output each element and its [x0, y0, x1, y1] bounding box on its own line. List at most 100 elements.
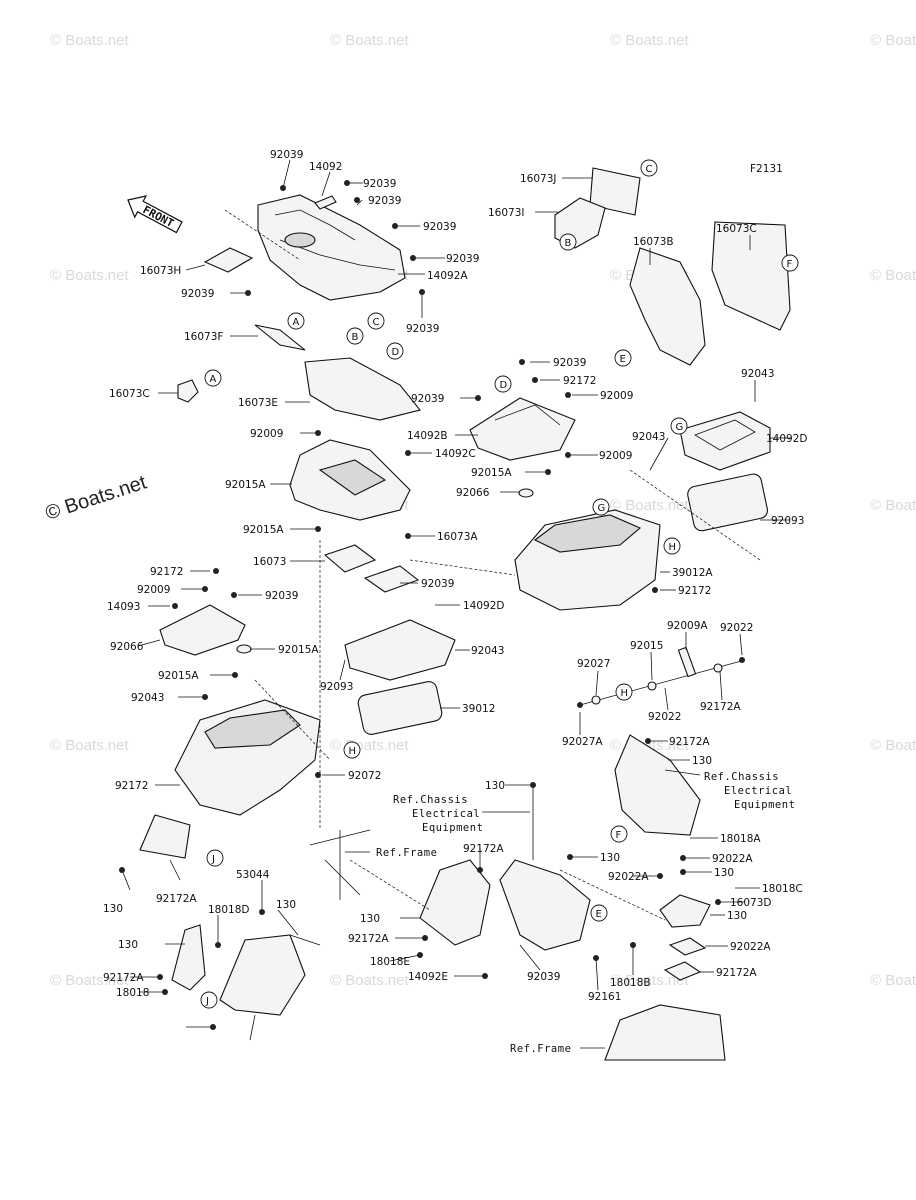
top-right-pads [554, 167, 791, 366]
mid-right-compartment [469, 397, 771, 611]
callout-letter: J [205, 996, 209, 1007]
reference-notes: Ref.Chassis Electrical Equipment Ref.Cha… [376, 771, 795, 1055]
part-label: 92172A [463, 843, 504, 855]
callout-circle [367, 312, 385, 330]
part-label: 39012 [462, 703, 495, 715]
part-18018-guard [219, 934, 306, 1016]
callout-circle [559, 233, 577, 251]
bolt-icon [545, 469, 551, 475]
callout-B-2: B [559, 233, 577, 251]
frame-reference-mid [309, 829, 371, 900]
bolt-icon [565, 452, 571, 458]
bolt-icon [405, 533, 411, 539]
part-label: 92039 [421, 578, 454, 590]
part-label: 92172 [678, 585, 711, 597]
part-92066-cap [518, 488, 534, 498]
plate-detail [494, 404, 561, 426]
callout-J: J [206, 849, 224, 867]
assembly-guide [254, 679, 331, 761]
callout-circle [346, 327, 364, 345]
part-label: 16073J [520, 173, 557, 185]
ref-chassis-mid: Ref.Chassis [393, 794, 468, 806]
watermark: © Boats.net [330, 32, 409, 49]
part-14092A-cover [257, 194, 406, 301]
part-92066-cap-lower [236, 644, 252, 654]
leader [664, 769, 701, 776]
bolt-icon [475, 395, 481, 401]
bolt-icon [532, 377, 538, 383]
part-92022-washer [591, 695, 601, 705]
callout-circle [590, 904, 608, 922]
part-label: 92093 [771, 515, 804, 527]
part-label: 14093 [107, 601, 140, 613]
leader [339, 659, 346, 681]
callout-circle [640, 159, 658, 177]
part-label: 18018C [762, 883, 803, 895]
part-label: 92172A [156, 893, 197, 905]
bolt-icon [202, 586, 208, 592]
part-label: 14092A [427, 270, 468, 282]
leader [121, 869, 131, 891]
watermark: © Boats.net [50, 737, 129, 754]
callout-F-2: F [610, 825, 628, 843]
part-label: 14092B [407, 430, 448, 442]
part-16073-pad [363, 565, 420, 593]
part-label: 92022 [720, 622, 753, 634]
callout-circle [386, 342, 404, 360]
part-label: 92172A [348, 933, 389, 945]
callout-H-2: H [615, 683, 633, 701]
part-label: 92022 [648, 711, 681, 723]
part-label: 16073C [109, 388, 150, 400]
ref-chassis-mid-line3: Equipment [422, 822, 483, 834]
callout-letter: D [500, 380, 508, 391]
watermark: © Boats.net [610, 497, 689, 514]
part-labels: 92039 14092 92039 92039 92039 92039 1409… [103, 149, 808, 1003]
part-label: 92009 [600, 390, 633, 402]
part-label: 92172 [115, 780, 148, 792]
top-cover-assembly [177, 194, 421, 421]
part-16073B-pad [629, 247, 706, 366]
leader [650, 651, 653, 681]
leader [282, 159, 291, 189]
callout-D-2: D [494, 375, 512, 393]
callout-A-2: A [204, 369, 222, 387]
part-label: 92039 [270, 149, 303, 161]
part-14092E-plate [139, 814, 191, 859]
leader [719, 671, 723, 701]
part-label: 92015A [225, 479, 266, 491]
callout-letter: G [676, 422, 684, 433]
bolt-icon [410, 255, 416, 261]
leader [169, 859, 181, 881]
part-label: 14092C [435, 448, 476, 460]
bolt-icon [392, 223, 398, 229]
callout-circle [781, 254, 799, 272]
part-label: 14092 [309, 161, 342, 173]
leader [389, 954, 421, 962]
part-16073H-pad [203, 247, 254, 273]
bolt-icon [259, 909, 265, 915]
part-label: 92172 [563, 375, 596, 387]
part-92072-spring [677, 646, 697, 678]
callout-letter: E [620, 354, 626, 365]
callout-F: F [781, 254, 799, 272]
part-label: 92043 [131, 692, 164, 704]
bolt-icon [119, 867, 125, 873]
leader [664, 687, 669, 711]
part-16073F-pad [254, 324, 306, 351]
part-label: 92161 [588, 991, 621, 1003]
callouts: A B C D A C B E F D G G H H H J J F E [200, 159, 799, 1009]
part-label: 92009A [667, 620, 708, 632]
cover-detail [274, 209, 356, 241]
callout-circle [670, 417, 688, 435]
part-label: 130 [118, 939, 138, 951]
part-label: 130 [600, 852, 620, 864]
bolt-icon [417, 952, 423, 958]
callout-letter: H [621, 688, 629, 699]
part-label: 39012A [672, 567, 713, 579]
bolt-icon [593, 955, 599, 961]
part-label: 92039 [446, 253, 479, 265]
part-label: 92009 [137, 584, 170, 596]
part-label: 92039 [363, 178, 396, 190]
cover-opening [284, 232, 316, 248]
